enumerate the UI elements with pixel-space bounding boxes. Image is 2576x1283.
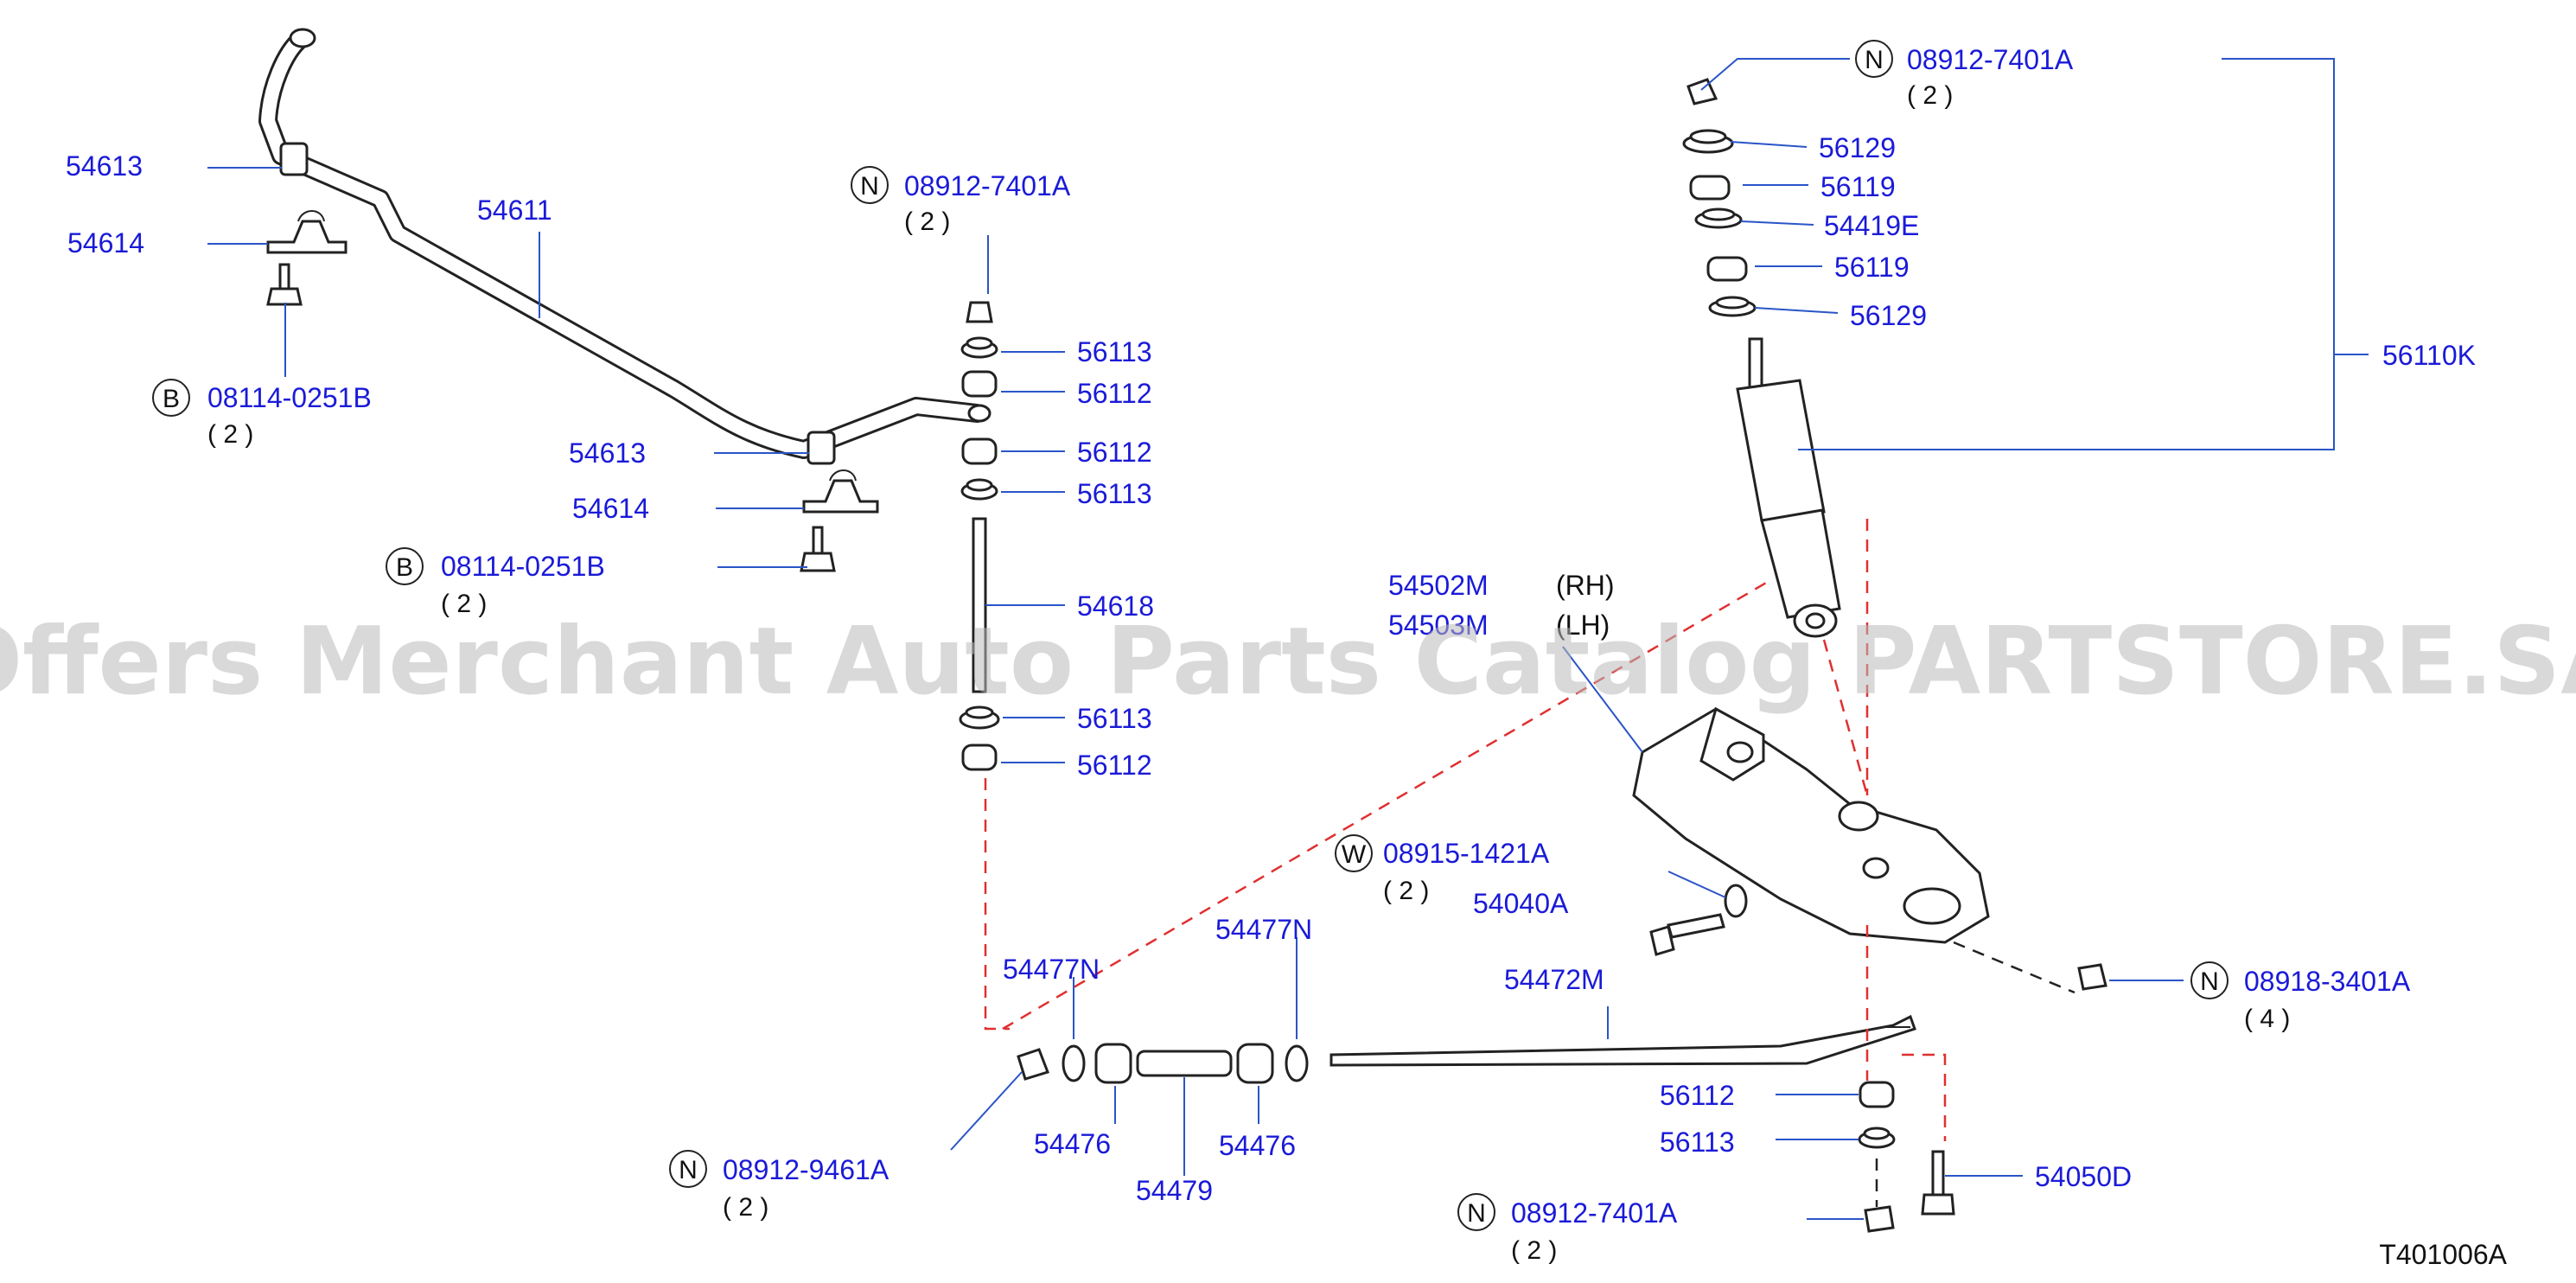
label-54472M[interactable]: 54472M <box>1504 964 1604 995</box>
qty-08912-top: ( 2 ) <box>1907 81 1953 110</box>
label-08915[interactable]: 08915-1421A <box>1383 838 1550 869</box>
circle-n-08918: N <box>2190 961 2228 999</box>
circle-n-top: N <box>1855 40 1893 78</box>
label-08912-9461[interactable]: 08912-9461A <box>723 1154 889 1185</box>
label-54614-top[interactable]: 54614 <box>67 227 144 259</box>
letter-n-top: N <box>1865 46 1884 74</box>
label-56113-b[interactable]: 56113 <box>1077 478 1152 509</box>
letter-b-mid: B <box>396 553 413 582</box>
shock-absorber <box>1682 78 1841 638</box>
bolt-08114-top <box>266 263 303 306</box>
label-54040A[interactable]: 54040A <box>1473 888 1569 919</box>
label-56129-a[interactable]: 56129 <box>1819 132 1896 163</box>
qty-08114-mid: ( 2 ) <box>441 590 487 618</box>
letter-n-link: N <box>860 172 879 201</box>
label-54502M[interactable]: 54502M <box>1388 570 1489 601</box>
clamp-54614-top <box>266 210 348 254</box>
label-56113-c[interactable]: 56113 <box>1077 703 1152 734</box>
label-56112-a[interactable]: 56112 <box>1077 378 1152 409</box>
diagram-code: T401006A <box>2379 1239 2507 1270</box>
label-54479[interactable]: 54479 <box>1136 1175 1213 1206</box>
letter-n-9461: N <box>679 1156 698 1184</box>
qty-08912-bot: ( 2 ) <box>1511 1236 1557 1265</box>
label-56112-d[interactable]: 56112 <box>1660 1080 1735 1111</box>
label-08114-mid[interactable]: 08114-0251B <box>441 551 605 582</box>
bushing-54613-top <box>279 142 309 176</box>
prefix-circles: B B N N W N N N <box>152 40 2228 1231</box>
arm-mount-stack <box>1858 1081 1955 1233</box>
label-54477N-b[interactable]: 54477N <box>1215 914 1312 945</box>
part-labels: 54613 54614 54611 08114-0251B ( 2 ) 5461… <box>66 44 2476 1265</box>
stabilizer-bar <box>258 28 992 459</box>
label-56129-b[interactable]: 56129 <box>1850 300 1927 331</box>
lower-control-arm <box>1632 706 1990 944</box>
label-08912-top[interactable]: 08912-7401A <box>1907 44 2074 75</box>
qty-08114-top: ( 2 ) <box>207 420 253 449</box>
label-56113-a[interactable]: 56113 <box>1077 336 1152 367</box>
nut-08918 <box>2077 963 2107 991</box>
label-56110K[interactable]: 56110K <box>2382 340 2476 371</box>
washer-bolt-54040A <box>1649 884 1748 956</box>
label-54477N-a[interactable]: 54477N <box>1003 954 1100 985</box>
red-guide-lines <box>984 519 1947 1141</box>
label-56119-b[interactable]: 56119 <box>1834 252 1910 283</box>
watermark-text: Offers Merchant Auto Parts Catalog PARTS… <box>0 608 2576 716</box>
label-08912-link[interactable]: 08912-7401A <box>904 170 1071 201</box>
label-54613-mid[interactable]: 54613 <box>569 437 646 469</box>
qty-08918: ( 4 ) <box>2244 1005 2290 1033</box>
letter-n-bot: N <box>1467 1199 1486 1228</box>
letter-n-08918: N <box>2200 967 2219 996</box>
label-54613-top[interactable]: 54613 <box>66 150 143 182</box>
side-54502M: (RH) <box>1556 570 1615 601</box>
circle-n-link: N <box>851 166 889 204</box>
label-54618[interactable]: 54618 <box>1077 590 1154 622</box>
qty-08915: ( 2 ) <box>1383 877 1429 905</box>
label-08912-bot[interactable]: 08912-7401A <box>1511 1197 1678 1229</box>
label-54050D[interactable]: 54050D <box>2035 1161 2132 1192</box>
label-54476-a[interactable]: 54476 <box>1034 1128 1111 1159</box>
bushing-54613-mid <box>807 431 836 465</box>
qty-08912-link: ( 2 ) <box>904 207 950 236</box>
label-56113-d[interactable]: 56113 <box>1660 1127 1735 1158</box>
label-08114-top[interactable]: 08114-0251B <box>207 382 372 413</box>
letter-w: W <box>1342 840 1367 869</box>
label-54614-mid[interactable]: 54614 <box>572 493 649 524</box>
label-54476-b[interactable]: 54476 <box>1219 1130 1296 1161</box>
tension-rod-hardware <box>1017 1043 1309 1084</box>
label-56112-c[interactable]: 56112 <box>1077 750 1152 781</box>
tension-rod <box>1329 1014 1916 1067</box>
leader-lines <box>207 58 2369 1220</box>
bolt-08114-mid <box>800 526 836 572</box>
clamp-54614-mid <box>802 469 879 514</box>
label-08918[interactable]: 08918-3401A <box>2244 966 2411 997</box>
label-56112-b[interactable]: 56112 <box>1077 437 1152 468</box>
circle-n-bot: N <box>1457 1193 1495 1231</box>
label-54503M[interactable]: 54503M <box>1388 610 1489 641</box>
label-54611[interactable]: 54611 <box>477 195 552 226</box>
qty-08912-9461: ( 2 ) <box>723 1193 768 1222</box>
label-54419E[interactable]: 54419E <box>1824 210 1919 241</box>
letter-b-top: B <box>163 385 180 413</box>
label-56119-a[interactable]: 56119 <box>1820 171 1896 202</box>
circle-n-9461: N <box>669 1150 707 1188</box>
circle-w: W <box>1335 834 1373 872</box>
black-guide-lines <box>1875 941 2075 1207</box>
circle-b-mid: B <box>386 547 424 585</box>
side-54503M: (LH) <box>1556 610 1610 641</box>
circle-b-top: B <box>152 379 190 417</box>
